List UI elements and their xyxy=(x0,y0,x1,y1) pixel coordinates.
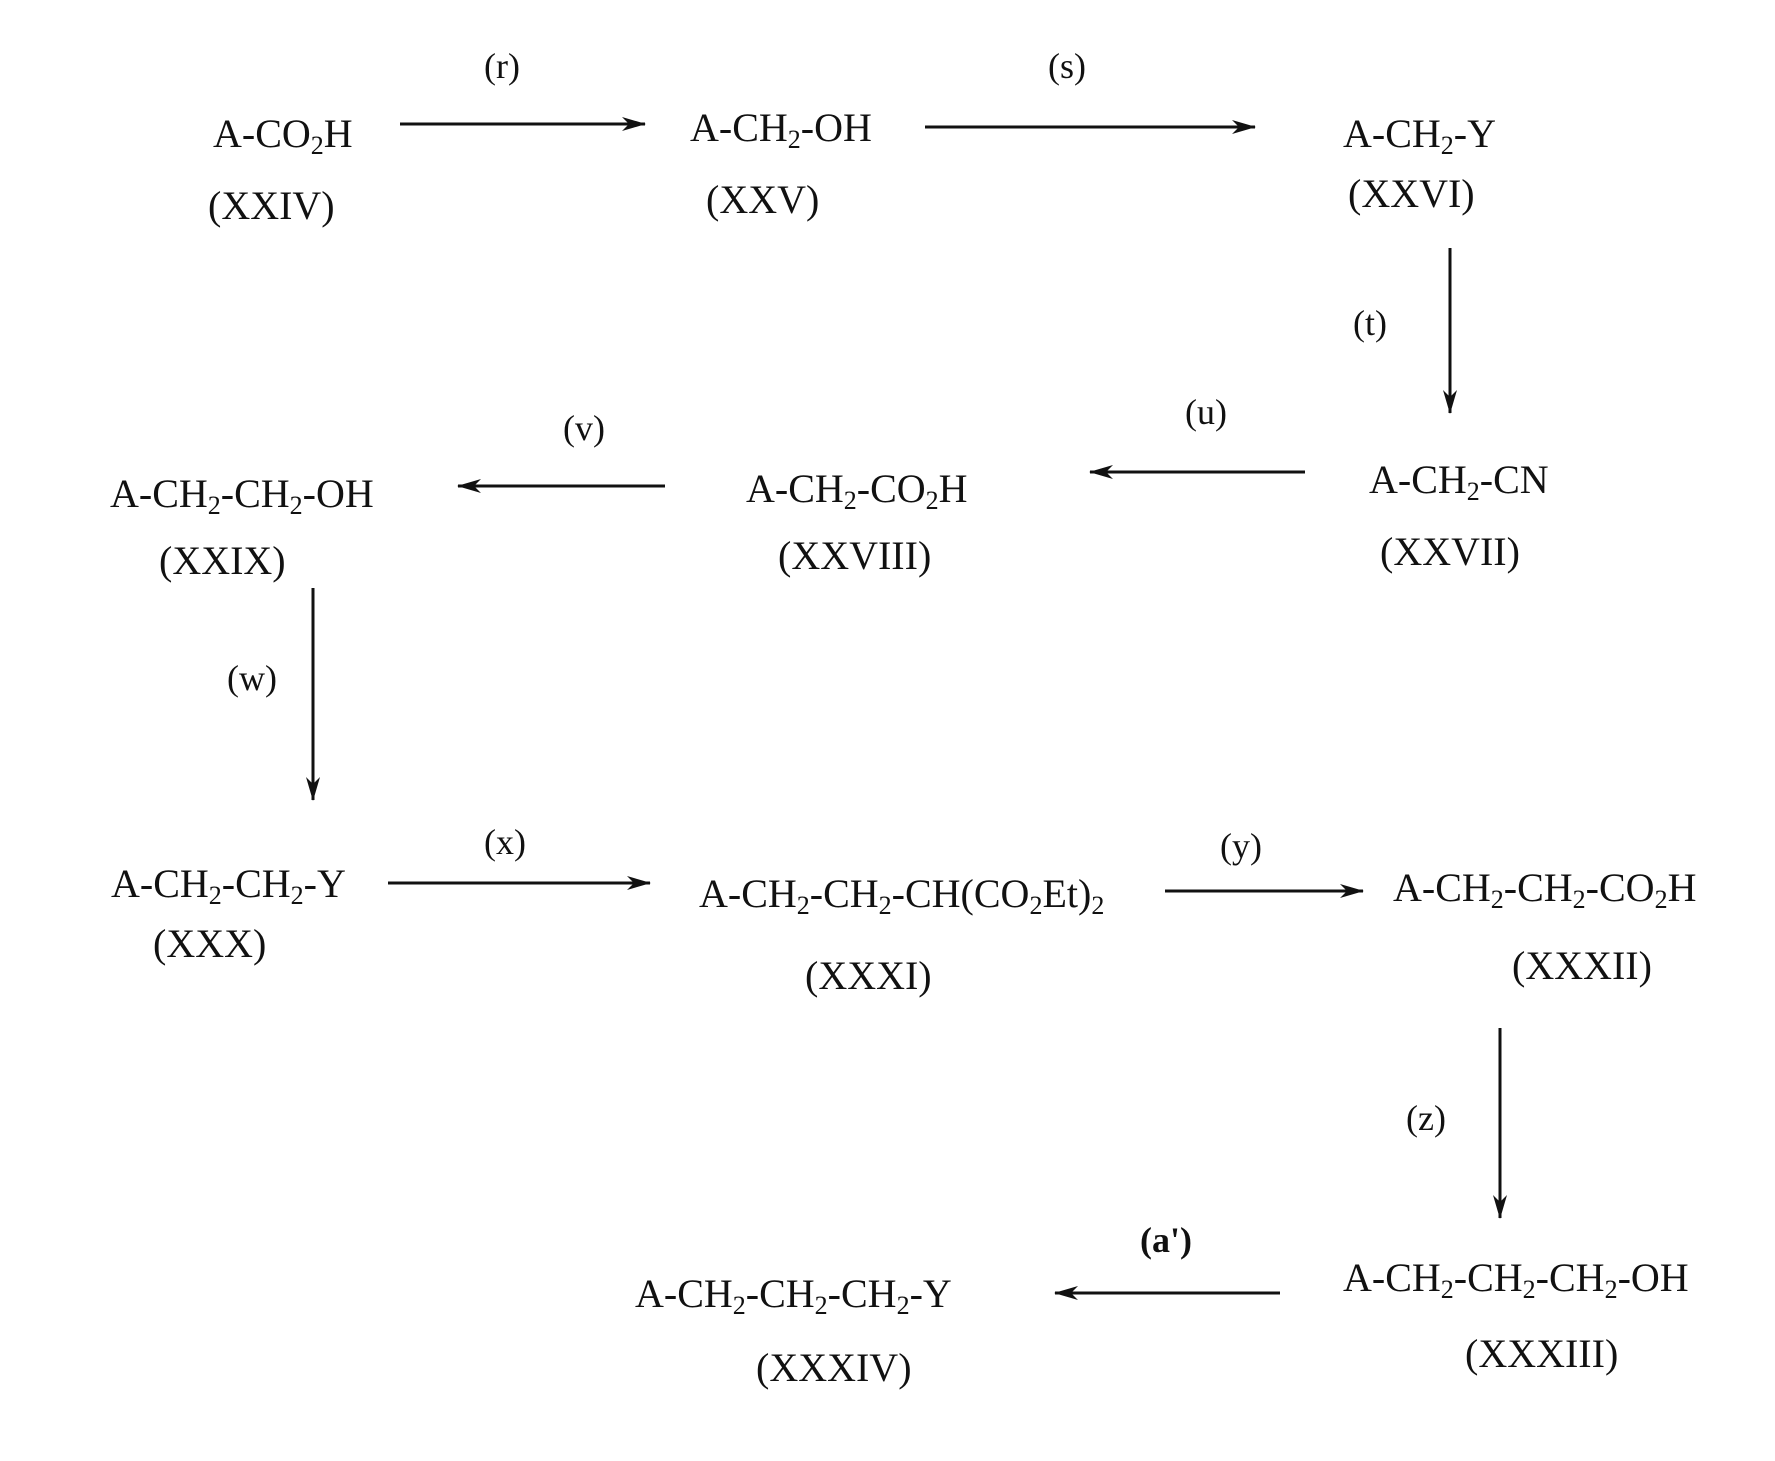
compound-xxvi-formula: A-CH2-Y xyxy=(1343,114,1496,154)
step-a-prime-label: (a') xyxy=(1140,1222,1192,1258)
compound-xxxi-formula: A-CH2-CH2-CH(CO2Et)2 xyxy=(699,874,1104,914)
compound-xxxii-label: (XXXII) xyxy=(1512,946,1652,986)
compound-xxxi-label: (XXXI) xyxy=(805,956,932,996)
compound-xxiv-label: (XXIV) xyxy=(208,186,335,226)
compound-xxix-label: (XXIX) xyxy=(159,541,286,581)
compound-xxvi-label: (XXVI) xyxy=(1348,174,1475,214)
step-v-label: (v) xyxy=(563,410,605,446)
compound-xxviii-label: (XXVIII) xyxy=(778,536,931,576)
compound-xxxiii-formula: A-CH2-CH2-CH2-OH xyxy=(1343,1258,1689,1298)
compound-xxx-label: (XXX) xyxy=(153,924,266,964)
compound-xxv-label: (XXV) xyxy=(706,180,819,220)
step-w-label: (w) xyxy=(227,660,277,696)
compound-xxxiii-label: (XXXIII) xyxy=(1465,1334,1618,1374)
compound-xxx-formula: A-CH2-CH2-Y xyxy=(111,864,346,904)
step-u-label: (u) xyxy=(1185,394,1227,430)
step-s-label: (s) xyxy=(1048,48,1086,84)
compound-xxxiv-label: (XXXIV) xyxy=(756,1348,912,1388)
compound-xxv-formula: A-CH2-OH xyxy=(690,108,872,148)
compound-xxxiv-formula: A-CH2-CH2-CH2-Y xyxy=(635,1274,952,1314)
compound-xxvii-label: (XXVII) xyxy=(1380,532,1520,572)
step-y-label: (y) xyxy=(1220,828,1262,864)
compound-xxvii-formula: A-CH2-CN xyxy=(1369,460,1549,500)
compound-xxix-formula: A-CH2-CH2-OH xyxy=(110,474,374,514)
compound-xxviii-formula: A-CH2-CO2H xyxy=(746,469,968,509)
step-r-label: (r) xyxy=(484,48,520,84)
compound-xxxii-formula: A-CH2-CH2-CO2H xyxy=(1393,868,1696,908)
step-x-label: (x) xyxy=(484,824,526,860)
step-z-label: (z) xyxy=(1406,1100,1446,1136)
compound-xxiv-formula: A-CO2H xyxy=(213,114,353,154)
step-t-label: (t) xyxy=(1353,305,1387,341)
